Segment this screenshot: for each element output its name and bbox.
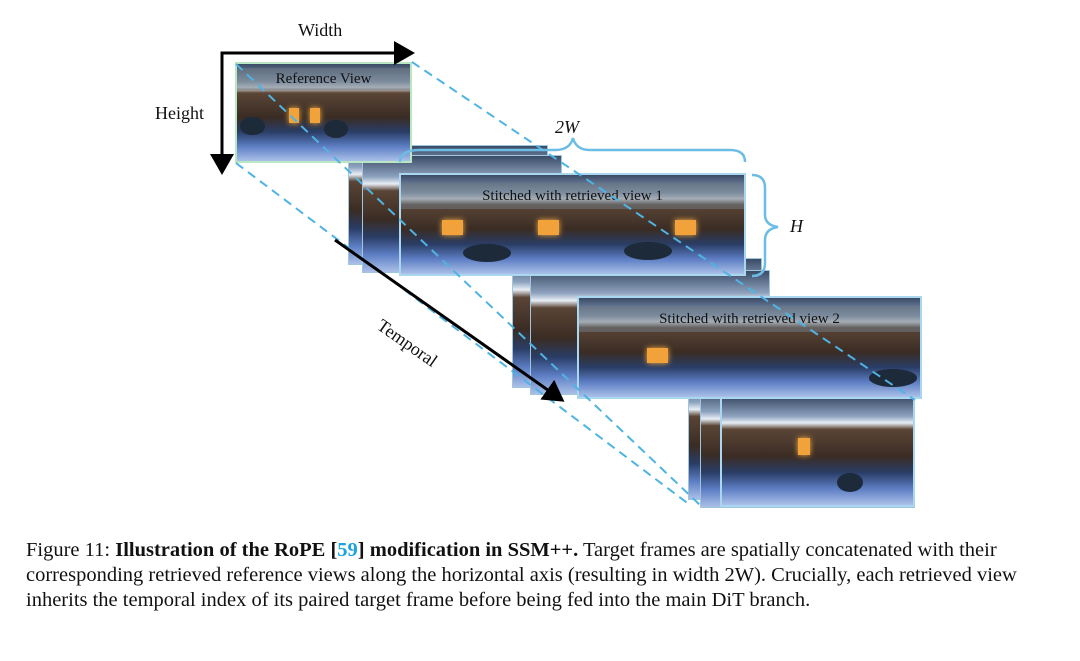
caption-label: Figure 11:: [26, 539, 111, 561]
stitched-frame-2: Stitched with retrieved view 2: [577, 296, 922, 399]
temporal-arrow-icon: [334, 238, 565, 402]
citation-link[interactable]: 59: [337, 539, 358, 561]
target-frame-3: [720, 395, 915, 507]
caption-body: Target frames are spatially concatenated…: [26, 539, 1017, 611]
reference-view-label: Reference View: [237, 68, 410, 90]
h-brace-icon: [751, 173, 779, 278]
two-w-brace-icon: [398, 137, 747, 163]
width-label: Width: [298, 20, 343, 40]
diagram-overlay: [210, 41, 916, 506]
stitched-2-label: Stitched with retrieved view 2: [579, 306, 920, 332]
stitched-frame-1: Stitched with retrieved view 1: [399, 173, 746, 276]
h-label: H: [790, 216, 803, 236]
dashed-line: [235, 162, 691, 506]
dashed-line: [411, 61, 916, 401]
height-label: Height: [155, 103, 204, 123]
dashed-line: [235, 63, 701, 506]
caption-title-pre: Illustration of the RoPE [: [115, 539, 338, 561]
dashed-projection-lines: [235, 61, 916, 506]
figure-caption: Figure 11: Illustration of the RoPE [59]…: [26, 538, 1061, 613]
width-height-axes: [220, 51, 410, 172]
caption-title-post: ] modification in SSM++.: [357, 539, 579, 561]
two-w-label: 2W: [555, 117, 579, 137]
